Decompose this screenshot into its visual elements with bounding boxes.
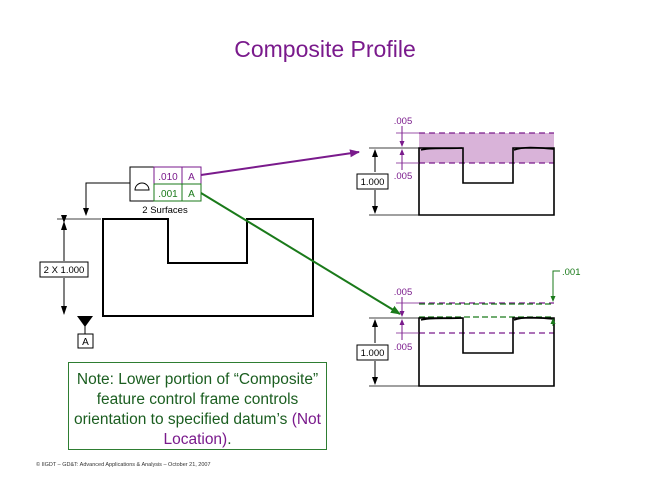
page-title: Composite Profile (234, 36, 416, 62)
upper-segment-arrow (200, 149, 360, 176)
dimension-label: 2 X 1.000 (44, 265, 85, 276)
bottom-zone-label-upper: .005 (394, 287, 413, 298)
top-zone-label-lower: .005 (394, 171, 413, 182)
datum-label: A (82, 337, 89, 348)
footer-copyright: © IIGDT – GD&T: Advanced Applications & … (36, 462, 211, 468)
top-height-label: 1.000 (361, 177, 385, 188)
note-text: Note: Lower portion of “Composite” featu… (73, 371, 319, 428)
main-part (102, 218, 314, 317)
note-text-end: . (227, 431, 232, 448)
lower-segment-arrow (200, 192, 401, 315)
note-text-not-location: (Not Location) (163, 411, 321, 448)
note-box: Note: Lower portion of “Composite” featu… (68, 362, 327, 450)
top-zone-label-upper: .005 (394, 116, 413, 127)
bottom-zone-label-lower: .005 (394, 342, 413, 353)
feature-control-frame: .010 A .001 A 2 Surfaces (129, 166, 202, 216)
bottom-height-label: 1.000 (361, 348, 385, 359)
fcf-leader (83, 182, 130, 216)
top-right-view: .005 .005 1.000 (356, 116, 555, 216)
fcf-surfaces-label: 2 Surfaces (142, 205, 188, 216)
height-dimension: 2 X 1.000 (39, 215, 101, 315)
bottom-right-view: .005 .005 .001 1.000 (356, 267, 581, 387)
lower-tolerance: .001 (158, 189, 178, 200)
upper-datum: A (188, 172, 195, 183)
upper-tolerance: .010 (158, 172, 178, 183)
lower-datum: A (188, 189, 195, 200)
profile-of-surface-icon (134, 182, 150, 191)
refinement-zone-label: .001 (562, 267, 581, 278)
datum-feature-symbol: A (77, 316, 94, 349)
